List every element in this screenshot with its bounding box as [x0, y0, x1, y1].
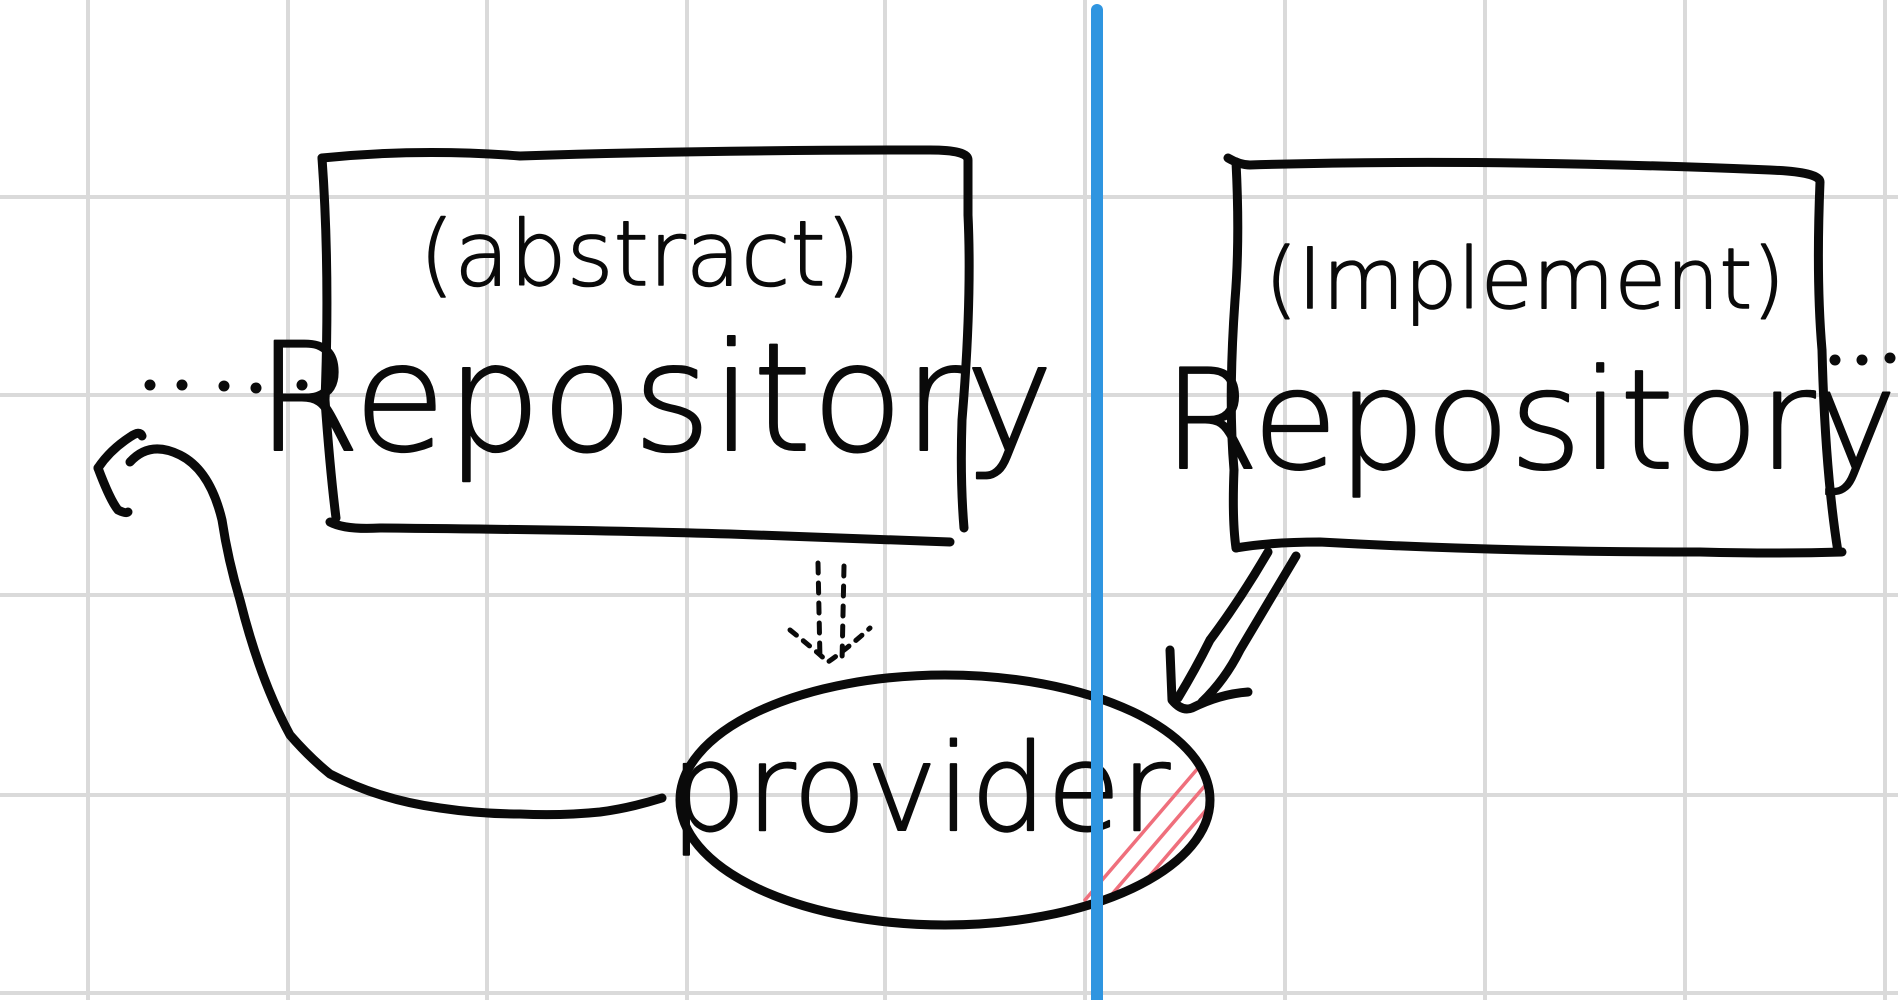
provider-left-arrow [93, 428, 667, 820]
connector-dot [1856, 354, 1868, 366]
hatch-line [1217, 760, 1337, 900]
implement-arrow [1165, 547, 1301, 714]
hatch-line [1239, 760, 1359, 900]
hatch-line [1193, 758, 1210, 902]
connector-dot [250, 382, 262, 394]
implement-tag-text: (Implement) [1265, 230, 1785, 328]
abstract-repository-title: Repository [256, 312, 1054, 486]
dashed-arrow-down [787, 560, 873, 665]
connector-dot [296, 379, 308, 391]
hatch-line [1083, 758, 1207, 902]
connector-dot [1884, 352, 1896, 364]
connector-dot [176, 379, 188, 391]
abstract-tag-text: (abstract) [419, 202, 861, 307]
dotted-connector-right [1829, 352, 1896, 366]
provider-node[interactable]: provider [669, 670, 1381, 930]
connector-dot [144, 379, 156, 391]
hatch-line [1261, 760, 1381, 900]
connector-dot [1829, 354, 1841, 366]
implement-repository-box[interactable]: (Implement) Repository [1162, 153, 1898, 558]
connector-dot [218, 380, 230, 392]
dotted-connector-left [144, 379, 308, 394]
provider-label: provider [670, 720, 1171, 859]
abstract-repository-box[interactable]: (abstract) Repository [255, 145, 1055, 547]
implement-repository-title: Repository [1163, 340, 1897, 501]
